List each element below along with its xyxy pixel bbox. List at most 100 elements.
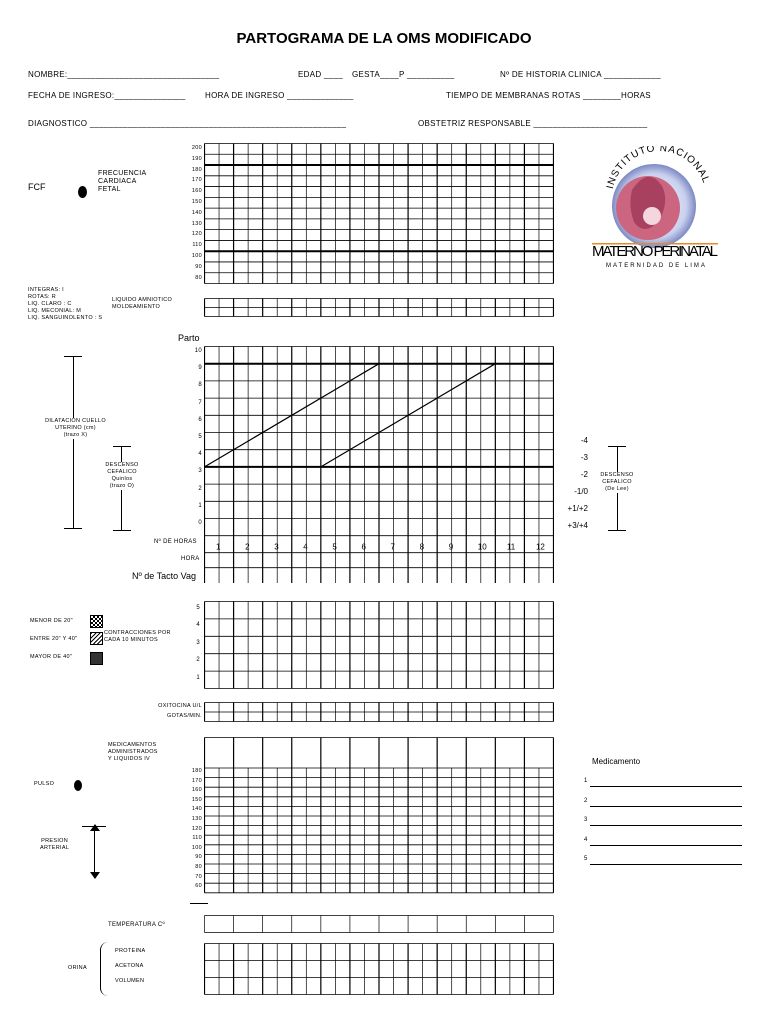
- institution-logo: INSTITUTO NACIONAL MATERNO PERINATAL MAT…: [592, 146, 718, 269]
- contracciones-grid[interactable]: [204, 601, 554, 689]
- pulso-tick: 180: [191, 768, 202, 774]
- hour-number: 4: [303, 543, 308, 552]
- pulso-tick: 80: [195, 864, 202, 870]
- liquido-grid[interactable]: [204, 298, 554, 317]
- contraccion-tick: 3: [196, 639, 200, 646]
- medicamentos-pulso-grid[interactable]: [204, 737, 554, 894]
- hour-number: 11: [507, 543, 516, 552]
- hora-label: HORA: [181, 556, 200, 562]
- hour-number: 8: [420, 543, 425, 552]
- tacto-label: Nº de Tacto Vag: [132, 571, 196, 581]
- pulso-tick: 170: [191, 777, 202, 784]
- pulso-tick: 160: [191, 787, 202, 794]
- contraccion-legend-2: ENTRE 20" Y 40": [30, 636, 78, 642]
- contraccion-legend-3: MAYOR DE 40": [30, 654, 73, 660]
- contraccion-tick: 5: [196, 605, 200, 611]
- pulso-label: PULSO: [34, 781, 55, 787]
- gesta-field[interactable]: GESTA____P __________: [352, 70, 455, 79]
- fcf-label: FCF: [28, 182, 46, 192]
- pulso-tick: 110: [192, 835, 202, 842]
- dilatacion-tick: 4: [198, 451, 202, 458]
- medicamento-number: 1: [584, 778, 588, 784]
- scale-tick: 120: [191, 231, 202, 238]
- delee-tick: +1/+2: [567, 504, 588, 513]
- medicamento-title: Medicamento: [592, 757, 641, 766]
- oxitocina-grid[interactable]: [204, 702, 554, 722]
- delee-tick: +3/+4: [567, 521, 588, 530]
- medicamento-line[interactable]: [590, 825, 742, 826]
- dilatacion-tick: 1: [198, 502, 202, 509]
- hora-ingreso-field[interactable]: HORA DE INGRESO ______________: [205, 91, 354, 100]
- temperatura-grid[interactable]: [204, 915, 554, 933]
- medicamento-line[interactable]: [590, 844, 742, 846]
- scale-tick: 110: [192, 242, 202, 249]
- dilatacion-tick: 8: [198, 382, 202, 389]
- edad-field[interactable]: EDAD ____: [298, 70, 343, 79]
- pulso-dot-icon: [74, 780, 82, 791]
- hatched-pattern-icon: [90, 632, 103, 645]
- dilatacion-tick: 0: [198, 520, 202, 526]
- hour-number: 12: [536, 543, 545, 552]
- medicamento-line[interactable]: [590, 864, 742, 865]
- hour-number: 1: [216, 543, 221, 552]
- fecha-ingreso-field[interactable]: FECHA DE INGRESO:_______________: [28, 91, 186, 100]
- medicamento-line[interactable]: [590, 786, 742, 787]
- hour-number: 9: [449, 543, 454, 552]
- medicamento-number: 2: [584, 797, 588, 804]
- delee-tick: -1/0: [574, 487, 588, 496]
- presion-arrow: [94, 828, 95, 878]
- obstetriz-field[interactable]: OBSTETRIZ RESPONSABLE __________________…: [418, 119, 648, 128]
- dilatacion-tick: 7: [198, 399, 202, 406]
- dilatacion-tick: 3: [198, 468, 202, 475]
- nombre-field[interactable]: NOMBRE:________________________________: [28, 70, 220, 79]
- pulso-tick: 150: [191, 796, 202, 803]
- pulso-tick: 120: [191, 825, 202, 832]
- scale-tick: 170: [191, 177, 202, 184]
- fcf-grid[interactable]: [204, 143, 554, 284]
- pulso-tick: 100: [191, 844, 202, 851]
- scale-tick: 180: [191, 166, 202, 173]
- delee-tick: -4: [580, 436, 588, 445]
- delee-tick: -2: [580, 470, 588, 479]
- solid-pattern-icon: [90, 652, 103, 665]
- orina-grid[interactable]: [204, 943, 554, 995]
- contraccion-tick: 1: [196, 674, 200, 681]
- page-title: PARTOGRAMA DE LA OMS MODIFICADO: [236, 30, 532, 47]
- checker-pattern-icon: [90, 615, 103, 628]
- delee-scale: -4 -3 -2 -1/0 +1/+2 +3/+4: [556, 432, 588, 534]
- scale-tick: 80: [195, 274, 202, 281]
- pulso-tick: 60: [195, 883, 202, 890]
- dilatacion-tick: 10: [194, 348, 202, 354]
- dilatacion-bracket: [73, 356, 74, 528]
- parto-label: Parto: [178, 333, 200, 343]
- scale-tick: 200: [191, 145, 202, 151]
- medicamento-number: 4: [584, 836, 588, 843]
- scale-tick: 160: [191, 188, 202, 195]
- hour-number: 3: [274, 543, 279, 552]
- scale-tick: 90: [195, 263, 202, 270]
- contraccion-tick: 4: [196, 622, 200, 629]
- hour-number: 10: [478, 543, 487, 552]
- scale-tick: 140: [191, 209, 202, 216]
- historia-clinica-field[interactable]: Nº DE HISTORIA CLINICA ____________: [500, 70, 661, 79]
- scale-tick: 130: [191, 220, 202, 227]
- alert-line: [204, 363, 380, 468]
- membranas-field[interactable]: TIEMPO DE MEMBRANAS ROTAS ________HORAS: [446, 91, 651, 100]
- contraccion-legend-1: MENOR DE 20": [30, 618, 73, 624]
- medicamento-number: 3: [584, 817, 588, 823]
- hour-number: 6: [361, 543, 366, 552]
- dilatacion-tick: 5: [198, 434, 202, 440]
- pulso-tick: 140: [191, 806, 202, 813]
- diagnostico-field[interactable]: DIAGNOSTICO ____________________________…: [28, 119, 347, 128]
- delee-tick: -3: [580, 453, 588, 462]
- medicamento-line[interactable]: [590, 805, 742, 807]
